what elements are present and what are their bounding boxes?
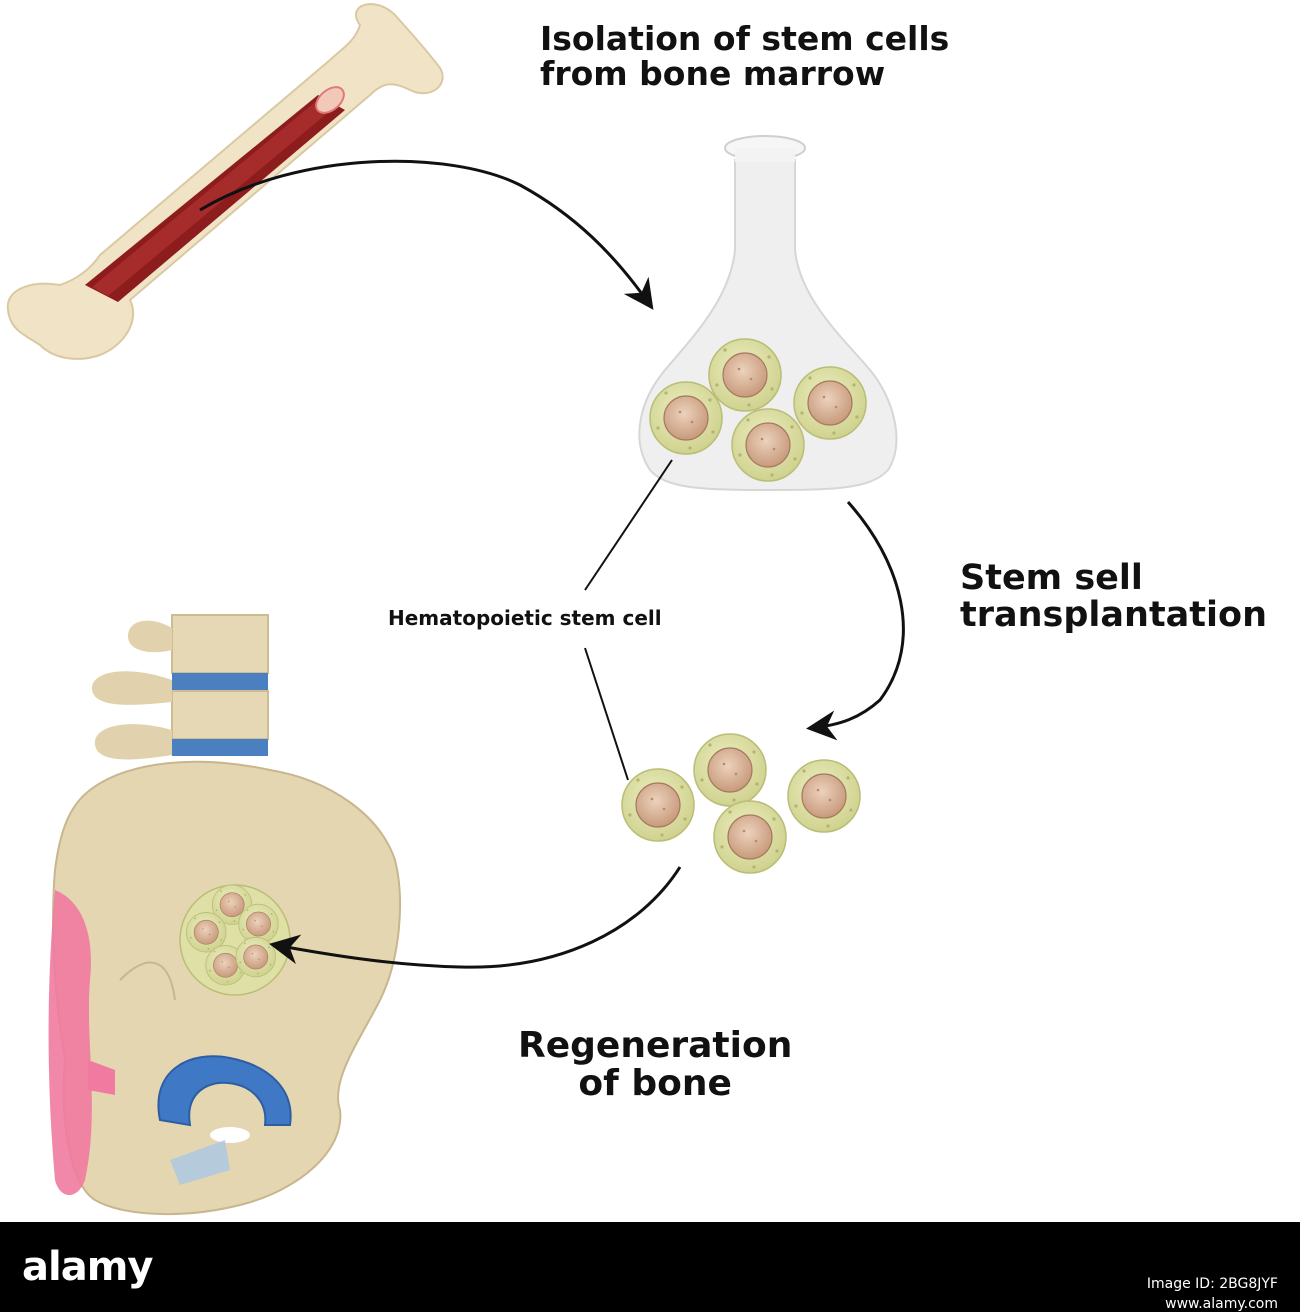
pelvis-spine [48,614,401,1216]
label-regeneration: Regeneration of bone [518,1027,792,1103]
hsc-pointer-upper [584,459,673,591]
alamy-logo: alamy [22,1244,153,1290]
transplant-line-2: transplantation [960,594,1267,635]
label-hematopoietic: Hematopoietic stem cell [388,606,662,630]
title-line-2: from bone marrow [540,53,886,93]
transplant-cells [621,733,861,874]
watermark-info: Image ID: 2BG8JYF www.alamy.com [1147,1275,1278,1314]
arrow-flask-to-cells [806,500,905,741]
illustration [6,3,905,1216]
title-isolation: Isolation of stem cells from bone marrow [540,19,950,93]
regen-line-1: Regeneration [518,1025,793,1066]
site-url: www.alamy.com [1165,1295,1278,1312]
hsc-pointer-lower [584,647,629,781]
image-id: Image ID: 2BG8JYF [1146,1276,1278,1292]
regen-line-2: of bone [578,1062,732,1104]
title-line-1: Isolation of stem cells [540,19,950,58]
label-transplantation: Stem sell transplantation [960,560,1267,634]
arrow-cells-to-pelvis [269,866,682,969]
femur-bone [6,3,444,360]
arrow-bone-to-flask [199,159,654,310]
transplant-line-1: Stem sell [960,558,1143,598]
watermark-bar [0,1222,1300,1312]
